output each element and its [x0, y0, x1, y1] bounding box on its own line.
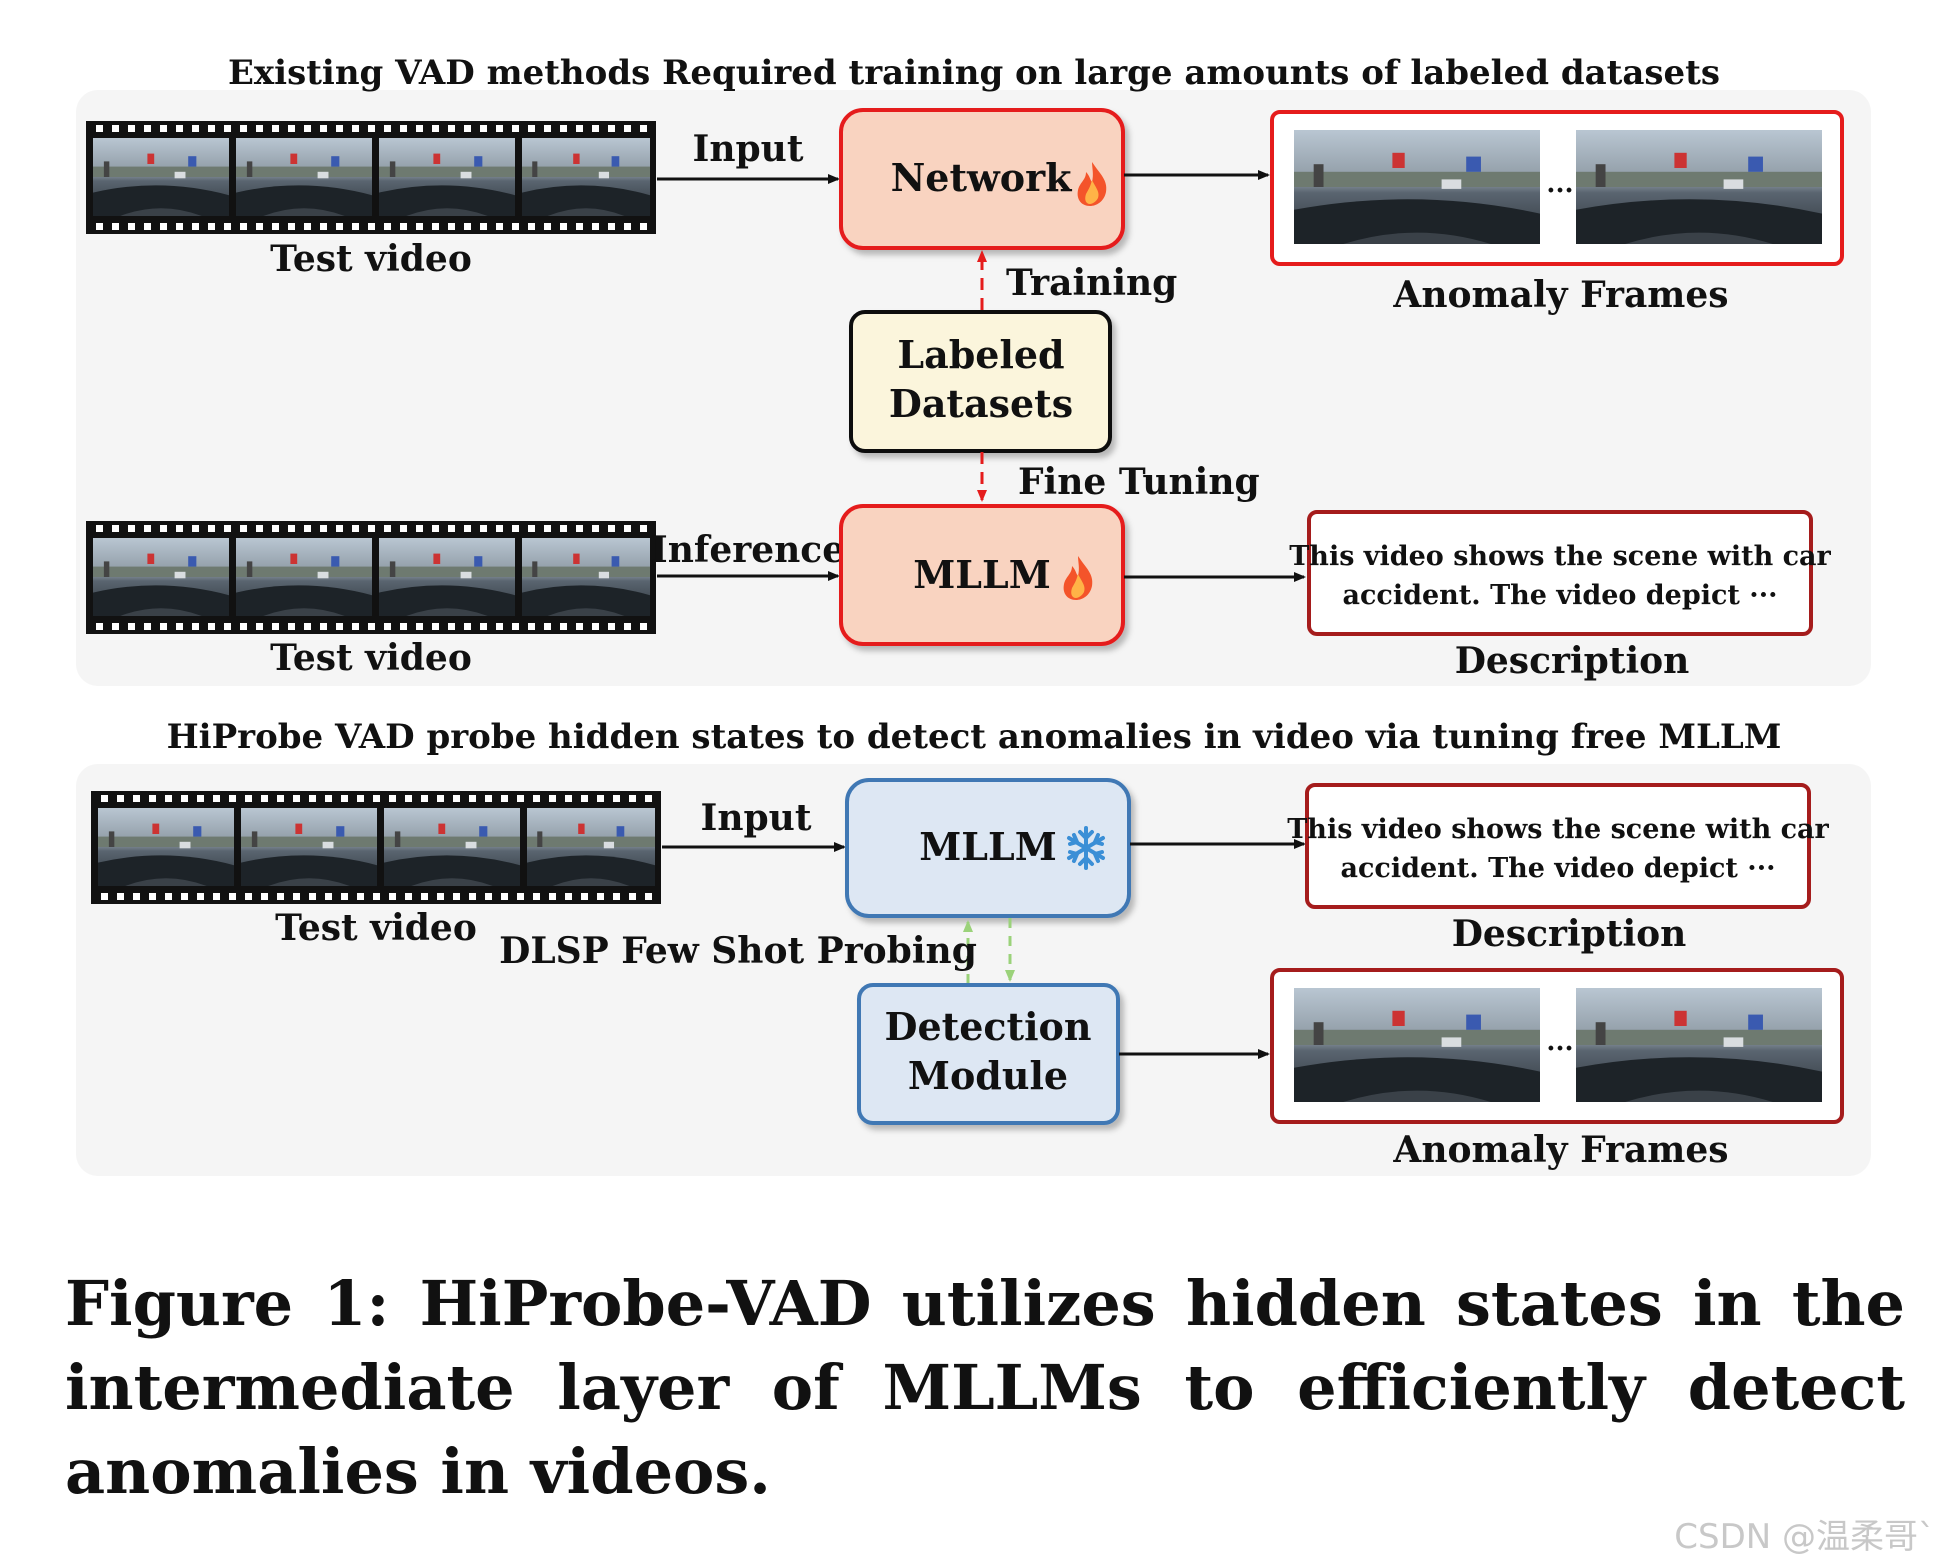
top-description-label: Description — [1455, 640, 1690, 682]
top-row2-video-label: Test video — [270, 637, 472, 679]
snowflake-icon — [1067, 826, 1105, 870]
fire-icon — [1077, 162, 1107, 206]
top-panel-title: Existing VAD methods Required training o… — [228, 53, 1720, 93]
top-row1-input-label: Input — [693, 128, 804, 170]
top-description-line1: This video shows the scene with car — [1289, 541, 1831, 572]
anomaly-frame-image — [1576, 988, 1822, 1102]
anomaly-frame-image — [1576, 130, 1822, 244]
detection-module-box — [857, 983, 1120, 1125]
top-description-box — [1307, 510, 1813, 636]
probe-label: DLSP Few Shot Probing — [499, 930, 977, 972]
anomaly-frame-image — [1294, 130, 1540, 244]
bottom-input-label: Input — [701, 797, 812, 839]
frames-ellipsis: ... — [1546, 169, 1573, 199]
top-row1-video-label: Test video — [270, 238, 472, 280]
training-label: Training — [1006, 262, 1177, 304]
module-line1: Detection — [885, 1004, 1092, 1049]
film-strip-icon — [91, 791, 661, 904]
anomaly-frame-image — [1294, 988, 1540, 1102]
film-strip-icon — [86, 521, 656, 634]
bottom-mllm-label: MLLM — [919, 824, 1057, 869]
bottom-video-label: Test video — [275, 907, 477, 949]
inference-label: Inference — [651, 529, 845, 571]
bottom-anomaly-frames-label: Anomaly Frames — [1392, 1129, 1728, 1171]
datasets-line2: Datasets — [889, 381, 1073, 426]
film-strip-icon — [86, 121, 656, 234]
top-description-line2: accident. The video depict ··· — [1342, 580, 1777, 611]
bottom-description-box — [1305, 783, 1811, 909]
bottom-frames-ellipsis: ... — [1546, 1027, 1573, 1057]
bottom-description-line2: accident. The video depict ··· — [1340, 853, 1775, 884]
top-mllm-box — [839, 504, 1125, 646]
watermark: CSDN @温柔哥` — [1674, 1517, 1935, 1557]
network-box — [839, 108, 1125, 250]
module-line2: Module — [908, 1053, 1068, 1098]
datasets-line1: Labeled — [897, 332, 1064, 377]
bottom-description-line1: This video shows the scene with car — [1287, 814, 1829, 845]
bottom-panel-title: HiProbe VAD probe hidden states to detec… — [167, 717, 1782, 757]
bottom-description-label: Description — [1452, 913, 1687, 955]
top-anomaly-frames-label: Anomaly Frames — [1392, 274, 1728, 316]
top-mllm-label: MLLM — [913, 552, 1051, 597]
fire-icon — [1063, 556, 1093, 600]
network-label: Network — [891, 155, 1073, 200]
labeled-datasets-box — [849, 310, 1112, 453]
bottom-mllm-box — [845, 778, 1131, 918]
figure-caption: Figure 1: HiProbe-VAD utilizes hidden st… — [65, 1267, 1905, 1508]
fine-tuning-label: Fine Tuning — [1018, 461, 1260, 503]
